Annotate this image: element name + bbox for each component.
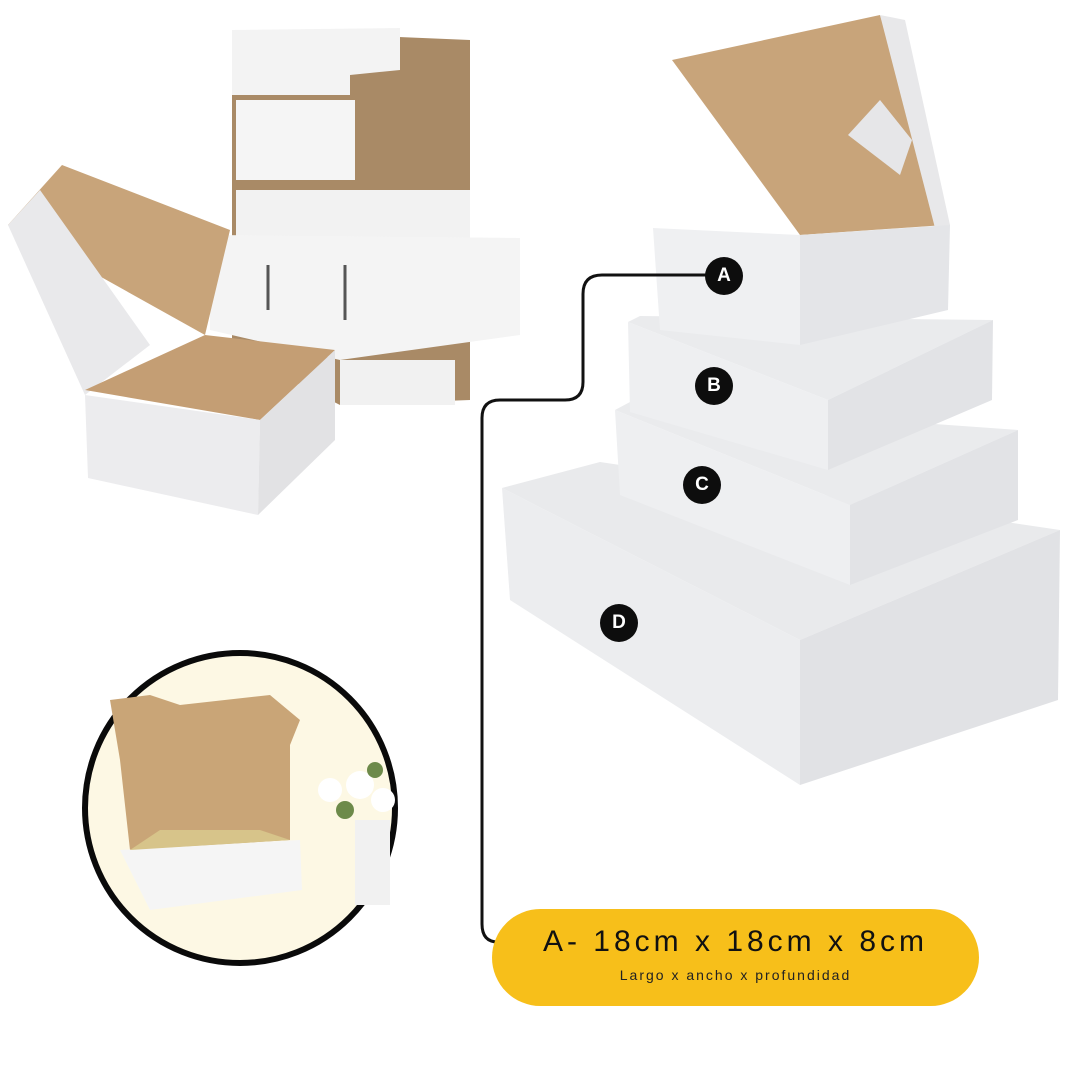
box-a (653, 15, 950, 345)
size-badge: A- 18cm x 18cm x 8cm Largo x ancho x pro… (492, 909, 979, 1006)
marker-d: D (600, 604, 638, 642)
marker-b: B (695, 367, 733, 405)
lifestyle-photo (82, 650, 398, 966)
size-dimensions: A- 18cm x 18cm x 8cm (542, 925, 929, 958)
connector-line (480, 273, 706, 944)
marker-a: A (705, 257, 743, 295)
open-box-left (8, 165, 335, 515)
flat-boxes-stack (210, 28, 520, 405)
size-caption: Largo x ancho x profundidad (619, 967, 852, 983)
marker-c: C (683, 466, 721, 504)
